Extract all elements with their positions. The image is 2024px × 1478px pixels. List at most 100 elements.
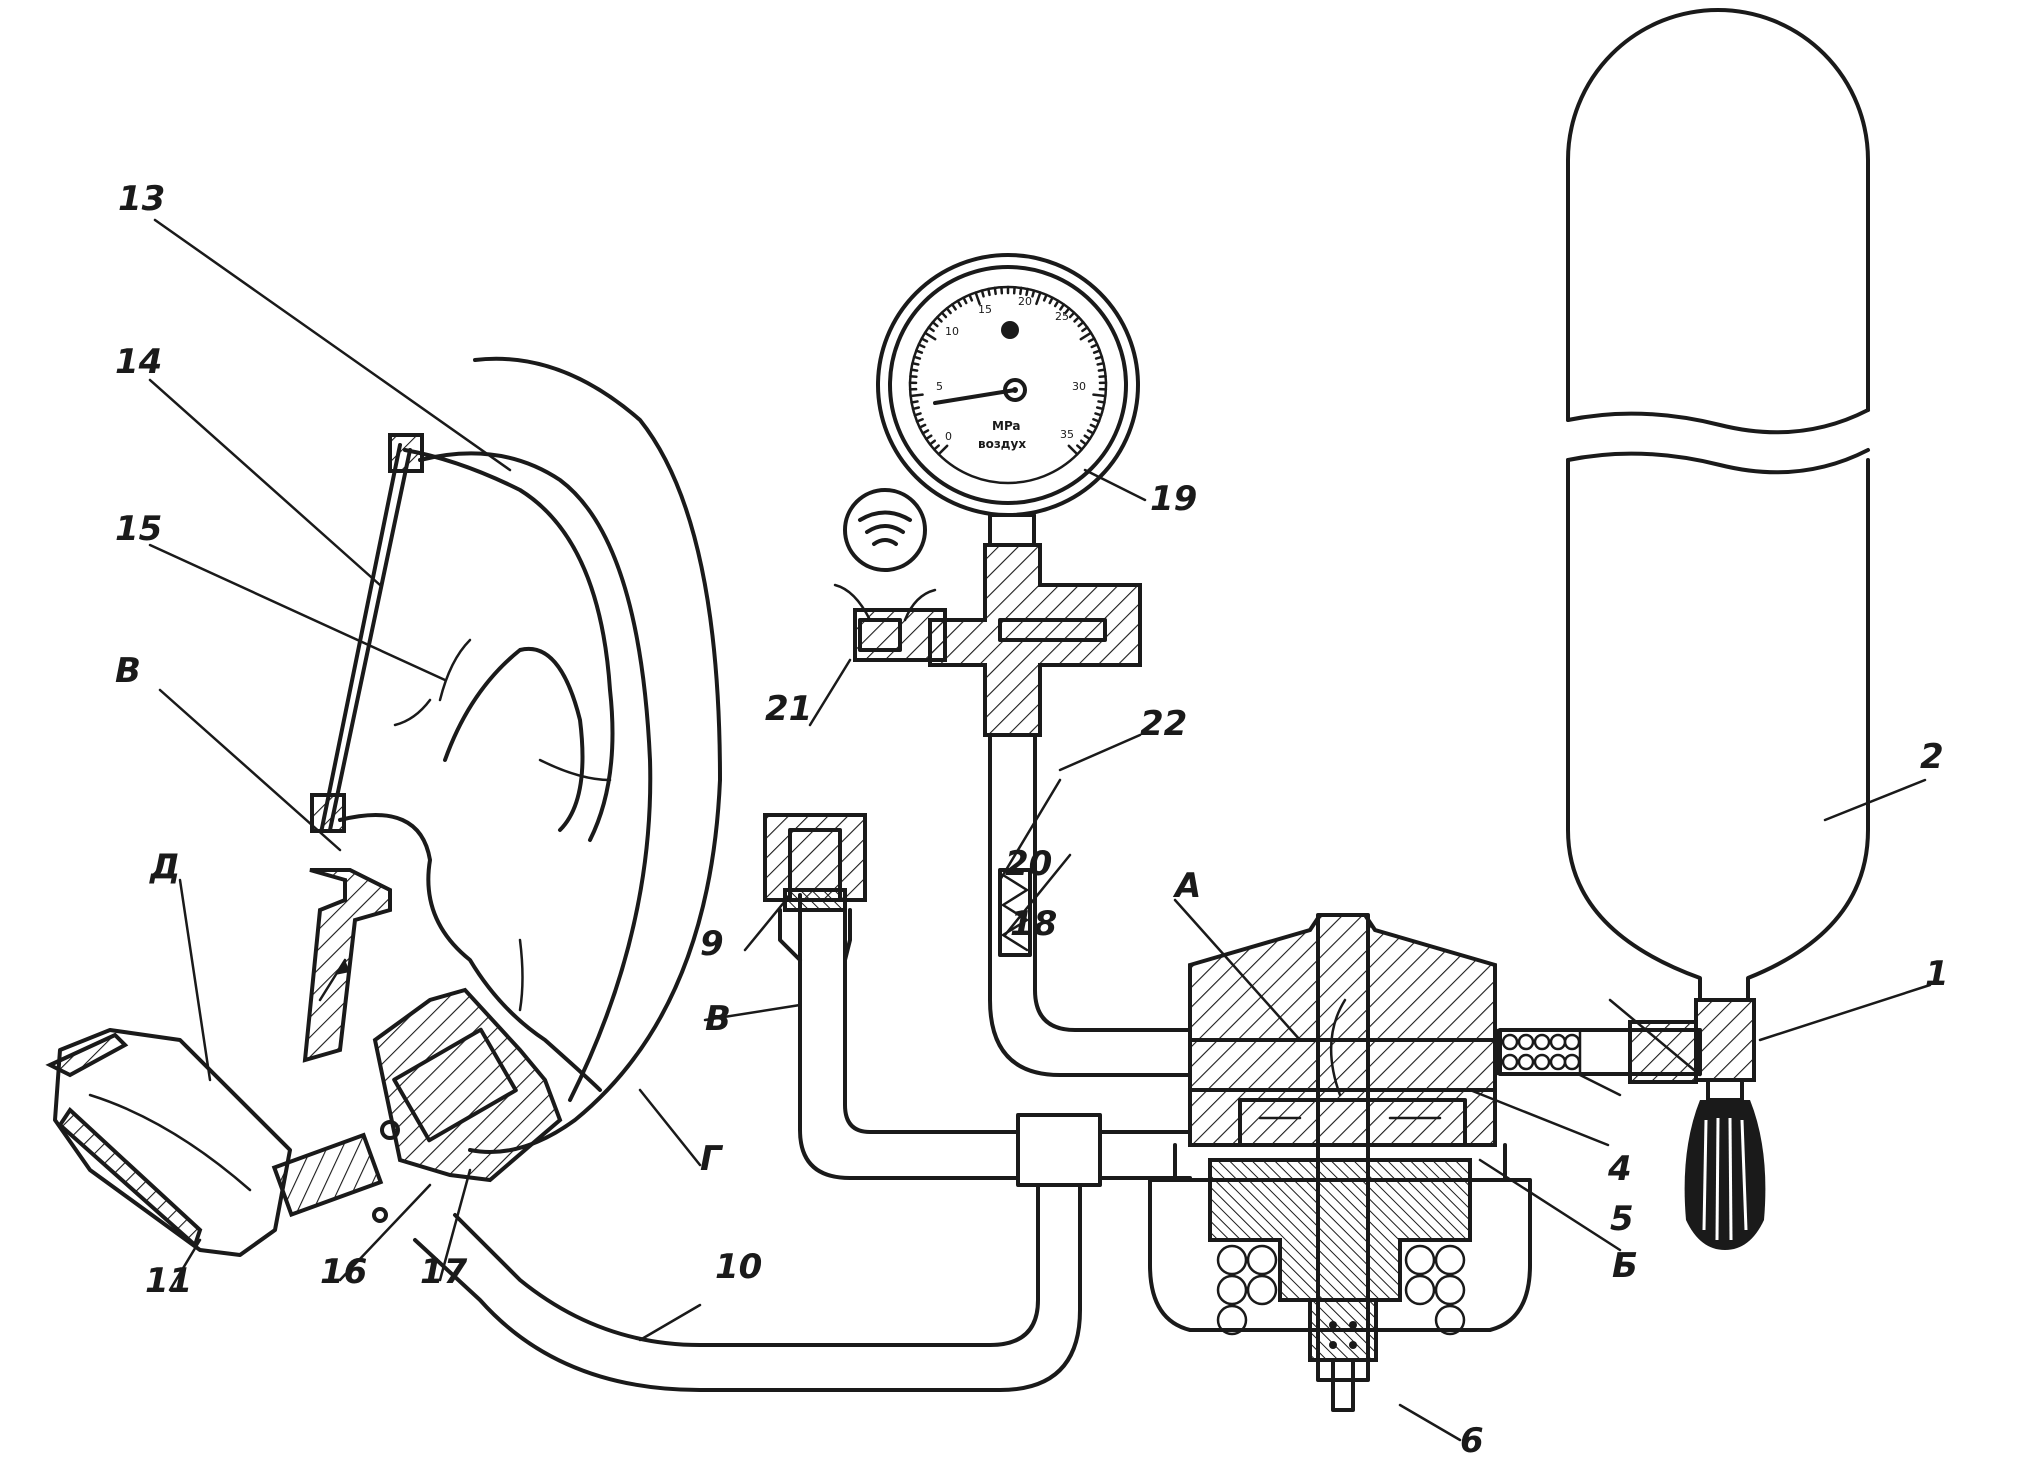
- gauge-medium: воздух: [978, 437, 1026, 451]
- gauge-tick: [950, 303, 957, 311]
- gauge-tick: [968, 293, 974, 302]
- gauge-tick: [1094, 355, 1104, 360]
- gauge-tick: [935, 316, 943, 323]
- label-21: 21: [765, 689, 812, 729]
- gauge-tick: [910, 400, 919, 404]
- label-19: 19: [1150, 479, 1197, 519]
- face-mask: [45, 356, 722, 1257]
- gauge-tick: [1053, 299, 1060, 308]
- gauge-tick: [912, 355, 922, 360]
- gauge-tick: [1042, 293, 1048, 302]
- pressure-gauge: 0 5 10 15 20 25 30 35 MPa воздух: [876, 253, 1140, 547]
- air-cylinder: [1566, 8, 1870, 1002]
- gauge-unit: MPa: [992, 419, 1021, 433]
- gauge-tick: [1035, 291, 1042, 306]
- gauge-tick: [920, 337, 929, 343]
- gauge-tick: [909, 368, 919, 372]
- label-10: 10: [715, 1247, 762, 1287]
- label-11: 11: [145, 1261, 192, 1301]
- gauge-mark-35: 35: [1060, 428, 1074, 441]
- gauge-tick: [931, 320, 939, 328]
- gauge-mark-10: 10: [945, 325, 959, 338]
- label-D: Д: [149, 847, 180, 887]
- gauge-tick: [915, 418, 924, 423]
- label-A: А: [1172, 866, 1201, 906]
- gauge-tick: [1086, 429, 1095, 435]
- gauge-tick: [917, 343, 926, 349]
- whistle-signal-icon: [843, 488, 927, 572]
- callout-labels: 13 14 15 В Д 11 16 17 Г 10 В 9 21 22 19 …: [115, 179, 1949, 1461]
- gauge-tick: [1079, 439, 1088, 446]
- gauge-tick: [1031, 289, 1036, 298]
- hp-connection: [1496, 1020, 1702, 1084]
- cylinder-valve: [1684, 998, 1766, 1250]
- gauge-tick: [1025, 287, 1029, 297]
- label-G: Г: [700, 1139, 724, 1179]
- gauge-tick: [1067, 444, 1079, 456]
- gauge-tick: [937, 444, 949, 456]
- spring-coils: [1216, 1244, 1466, 1336]
- label-6: 6: [1460, 1421, 1484, 1461]
- gauge-tick: [1090, 343, 1099, 349]
- gauge-needle: [933, 388, 1017, 405]
- gauge-tick: [940, 311, 948, 319]
- gauge-tick: [974, 291, 981, 306]
- gauge-tick: [1076, 444, 1084, 451]
- leader-lines: [148, 218, 1932, 1442]
- gauge-tick: [1092, 418, 1101, 423]
- gauge-tick: [911, 406, 921, 411]
- gauge-mark-0: 0: [945, 430, 952, 443]
- gauge-mark-5: 5: [936, 380, 943, 393]
- gauge-tick: [1097, 368, 1107, 372]
- gauge-mark-20: 20: [1018, 295, 1032, 308]
- gauge-tick: [993, 286, 997, 296]
- gauge-tick: [932, 444, 940, 451]
- label-2: 2: [1920, 737, 1944, 777]
- gauge-mark-25: 25: [1055, 310, 1069, 323]
- gauge-tick: [921, 429, 930, 435]
- gauge-tick: [987, 287, 991, 297]
- gauge-tick: [1068, 311, 1076, 319]
- gauge-tick: [1019, 286, 1023, 296]
- gauge-tick: [914, 349, 924, 354]
- gauge-tick: [1089, 423, 1098, 429]
- label-17: 17: [420, 1252, 468, 1292]
- gauge-tick: [1083, 434, 1092, 441]
- gauge-hose: [988, 733, 1192, 1077]
- gauge-tick: [1092, 349, 1102, 354]
- label-V-hose: В: [705, 999, 731, 1039]
- label-V-mask: В: [115, 651, 141, 691]
- gauge-tick: [956, 299, 963, 308]
- gauge-tick: [1094, 412, 1103, 417]
- reducer: [1148, 913, 1532, 1412]
- gauge-tick: [1098, 374, 1107, 379]
- gauge-tick: [1092, 393, 1107, 398]
- gauge-tick: [918, 423, 927, 429]
- gauge-tick: [1073, 316, 1081, 323]
- label-15: 15: [115, 509, 162, 549]
- gauge-tick: [1081, 326, 1089, 333]
- gauge-mark-15: 15: [978, 303, 992, 316]
- gauge-tick: [1096, 361, 1105, 366]
- gauge-tick: [909, 393, 924, 398]
- gauge-tick: [945, 307, 952, 315]
- gauge-tick: [1059, 303, 1066, 311]
- label-B: Б: [1612, 1246, 1638, 1286]
- gauge-fitting: [833, 543, 1142, 737]
- label-5: 5: [1610, 1199, 1634, 1239]
- gauge-tick: [1079, 331, 1093, 341]
- label-14: 14: [115, 342, 162, 382]
- gauge-tick: [980, 289, 985, 298]
- gauge-tick: [962, 296, 968, 305]
- gauge-tick: [1087, 337, 1096, 343]
- gauge-tick: [924, 434, 933, 441]
- gauge-tick: [1097, 400, 1106, 404]
- gauge-tick: [913, 412, 922, 417]
- label-13: 13: [118, 179, 165, 219]
- label-22: 22: [1140, 704, 1187, 744]
- spare-connector: [763, 813, 867, 962]
- gauge-tick: [928, 439, 937, 446]
- gauge-tick: [1064, 307, 1071, 315]
